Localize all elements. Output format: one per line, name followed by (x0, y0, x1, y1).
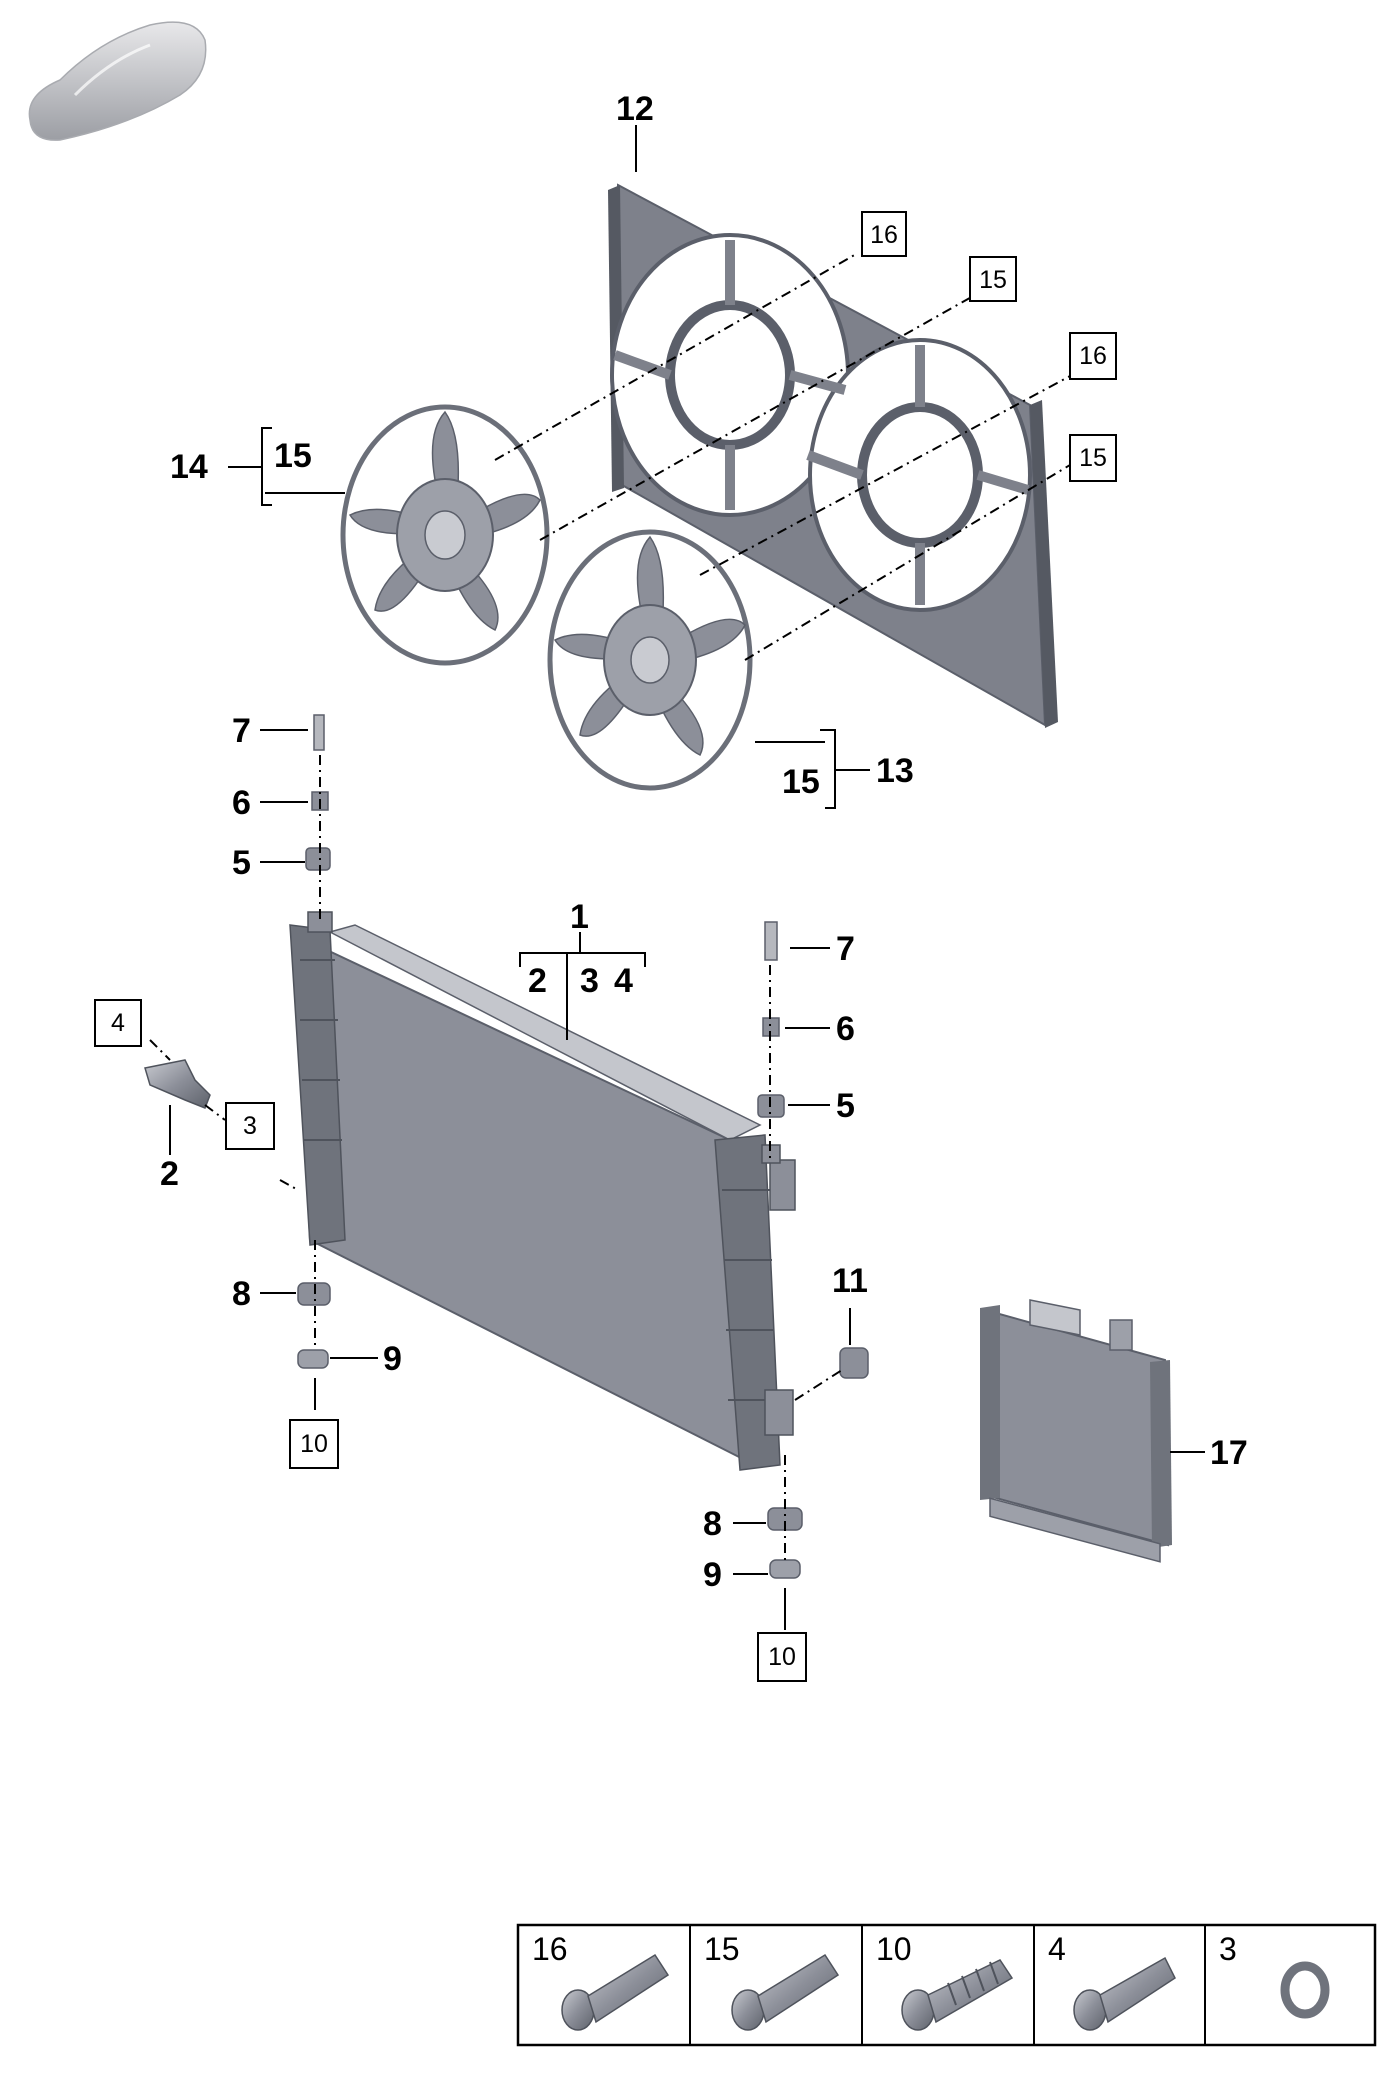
auxiliary-radiator (980, 1299, 1172, 1563)
callout-5-right: 5 (836, 1087, 855, 1125)
assembly-lines (149, 252, 1076, 1560)
callout-9-left: 9 (383, 1340, 402, 1378)
callout-8-left: 8 (232, 1275, 251, 1313)
leader-lines (169, 125, 1205, 1630)
boxed-ref-3: 3 (225, 1102, 275, 1150)
legend-label-4: 4 (1048, 1931, 1066, 1967)
boxed-ref-10-left: 10 (289, 1419, 339, 1469)
callout-17: 17 (1210, 1434, 1248, 1472)
callout-13: 13 (876, 752, 914, 790)
fan-shroud (608, 183, 1058, 728)
legend-label-10: 10 (876, 1931, 912, 1967)
cooling-fan-right (547, 529, 753, 791)
boxed-ref-16-upper: 16 (861, 211, 907, 257)
mount-parts-left (297, 714, 331, 1369)
legend-label-15: 15 (704, 1931, 740, 1967)
vehicle-thumbnail-icon (28, 21, 207, 141)
boxed-ref-16-lower: 16 (1069, 332, 1117, 380)
callout-6-right: 6 (836, 1010, 855, 1048)
callout-labels: 12 14 15 13 15 1 2 3 4 2 7 6 5 7 6 5 8 9… (160, 90, 1248, 1594)
callout-1-sub-2: 2 (528, 962, 547, 1000)
legend-label-3: 3 (1219, 1931, 1237, 1967)
svg-text:16: 16 (870, 221, 898, 249)
svg-text:10: 10 (300, 1430, 328, 1458)
main-radiator (289, 911, 796, 1471)
svg-text:15: 15 (1079, 444, 1107, 472)
svg-text:3: 3 (243, 1112, 257, 1140)
callout-6-left: 6 (232, 784, 251, 822)
temperature-sensor (144, 1059, 211, 1109)
fastener-legend-table: 16 15 10 4 3 (516, 1923, 1377, 2047)
callout-1-sub-3: 3 (580, 962, 599, 1000)
boxed-ref-15-lower: 15 (1069, 434, 1117, 482)
callout-11: 11 (832, 1262, 868, 1300)
callout-1-sub-4: 4 (614, 962, 633, 1000)
boxed-references: 16 15 16 15 4 3 10 10 (94, 211, 1117, 1682)
bolt-4-icon (1073, 1956, 1176, 2031)
callout-7-left: 7 (232, 712, 251, 750)
boxed-ref-4: 4 (94, 999, 142, 1047)
cooling-fan-left (340, 404, 550, 666)
svg-text:4: 4 (111, 1009, 125, 1037)
washer-3-icon (1280, 1961, 1330, 2019)
svg-text:10: 10 (768, 1643, 796, 1671)
boxed-ref-15-upper: 15 (969, 256, 1017, 302)
callout-2: 2 (160, 1155, 179, 1193)
callout-7-right: 7 (836, 930, 855, 968)
bolt-15-icon (731, 1953, 840, 2031)
bolt-16-icon (561, 1953, 670, 2031)
legend-label-16: 16 (532, 1931, 568, 1967)
screw-10-icon (901, 1959, 1014, 2031)
callout-13-sub-15: 15 (782, 763, 820, 801)
svg-text:16: 16 (1079, 342, 1107, 370)
callout-14-sub-15: 15 (274, 437, 312, 475)
callout-14: 14 (170, 448, 208, 486)
boxed-ref-10-right: 10 (757, 1632, 807, 1682)
callout-1: 1 (570, 898, 589, 936)
svg-text:15: 15 (979, 266, 1007, 294)
callout-9-right: 9 (703, 1556, 722, 1594)
callout-12: 12 (616, 90, 654, 128)
callout-5-left: 5 (232, 844, 251, 882)
callout-8-right: 8 (703, 1505, 722, 1543)
